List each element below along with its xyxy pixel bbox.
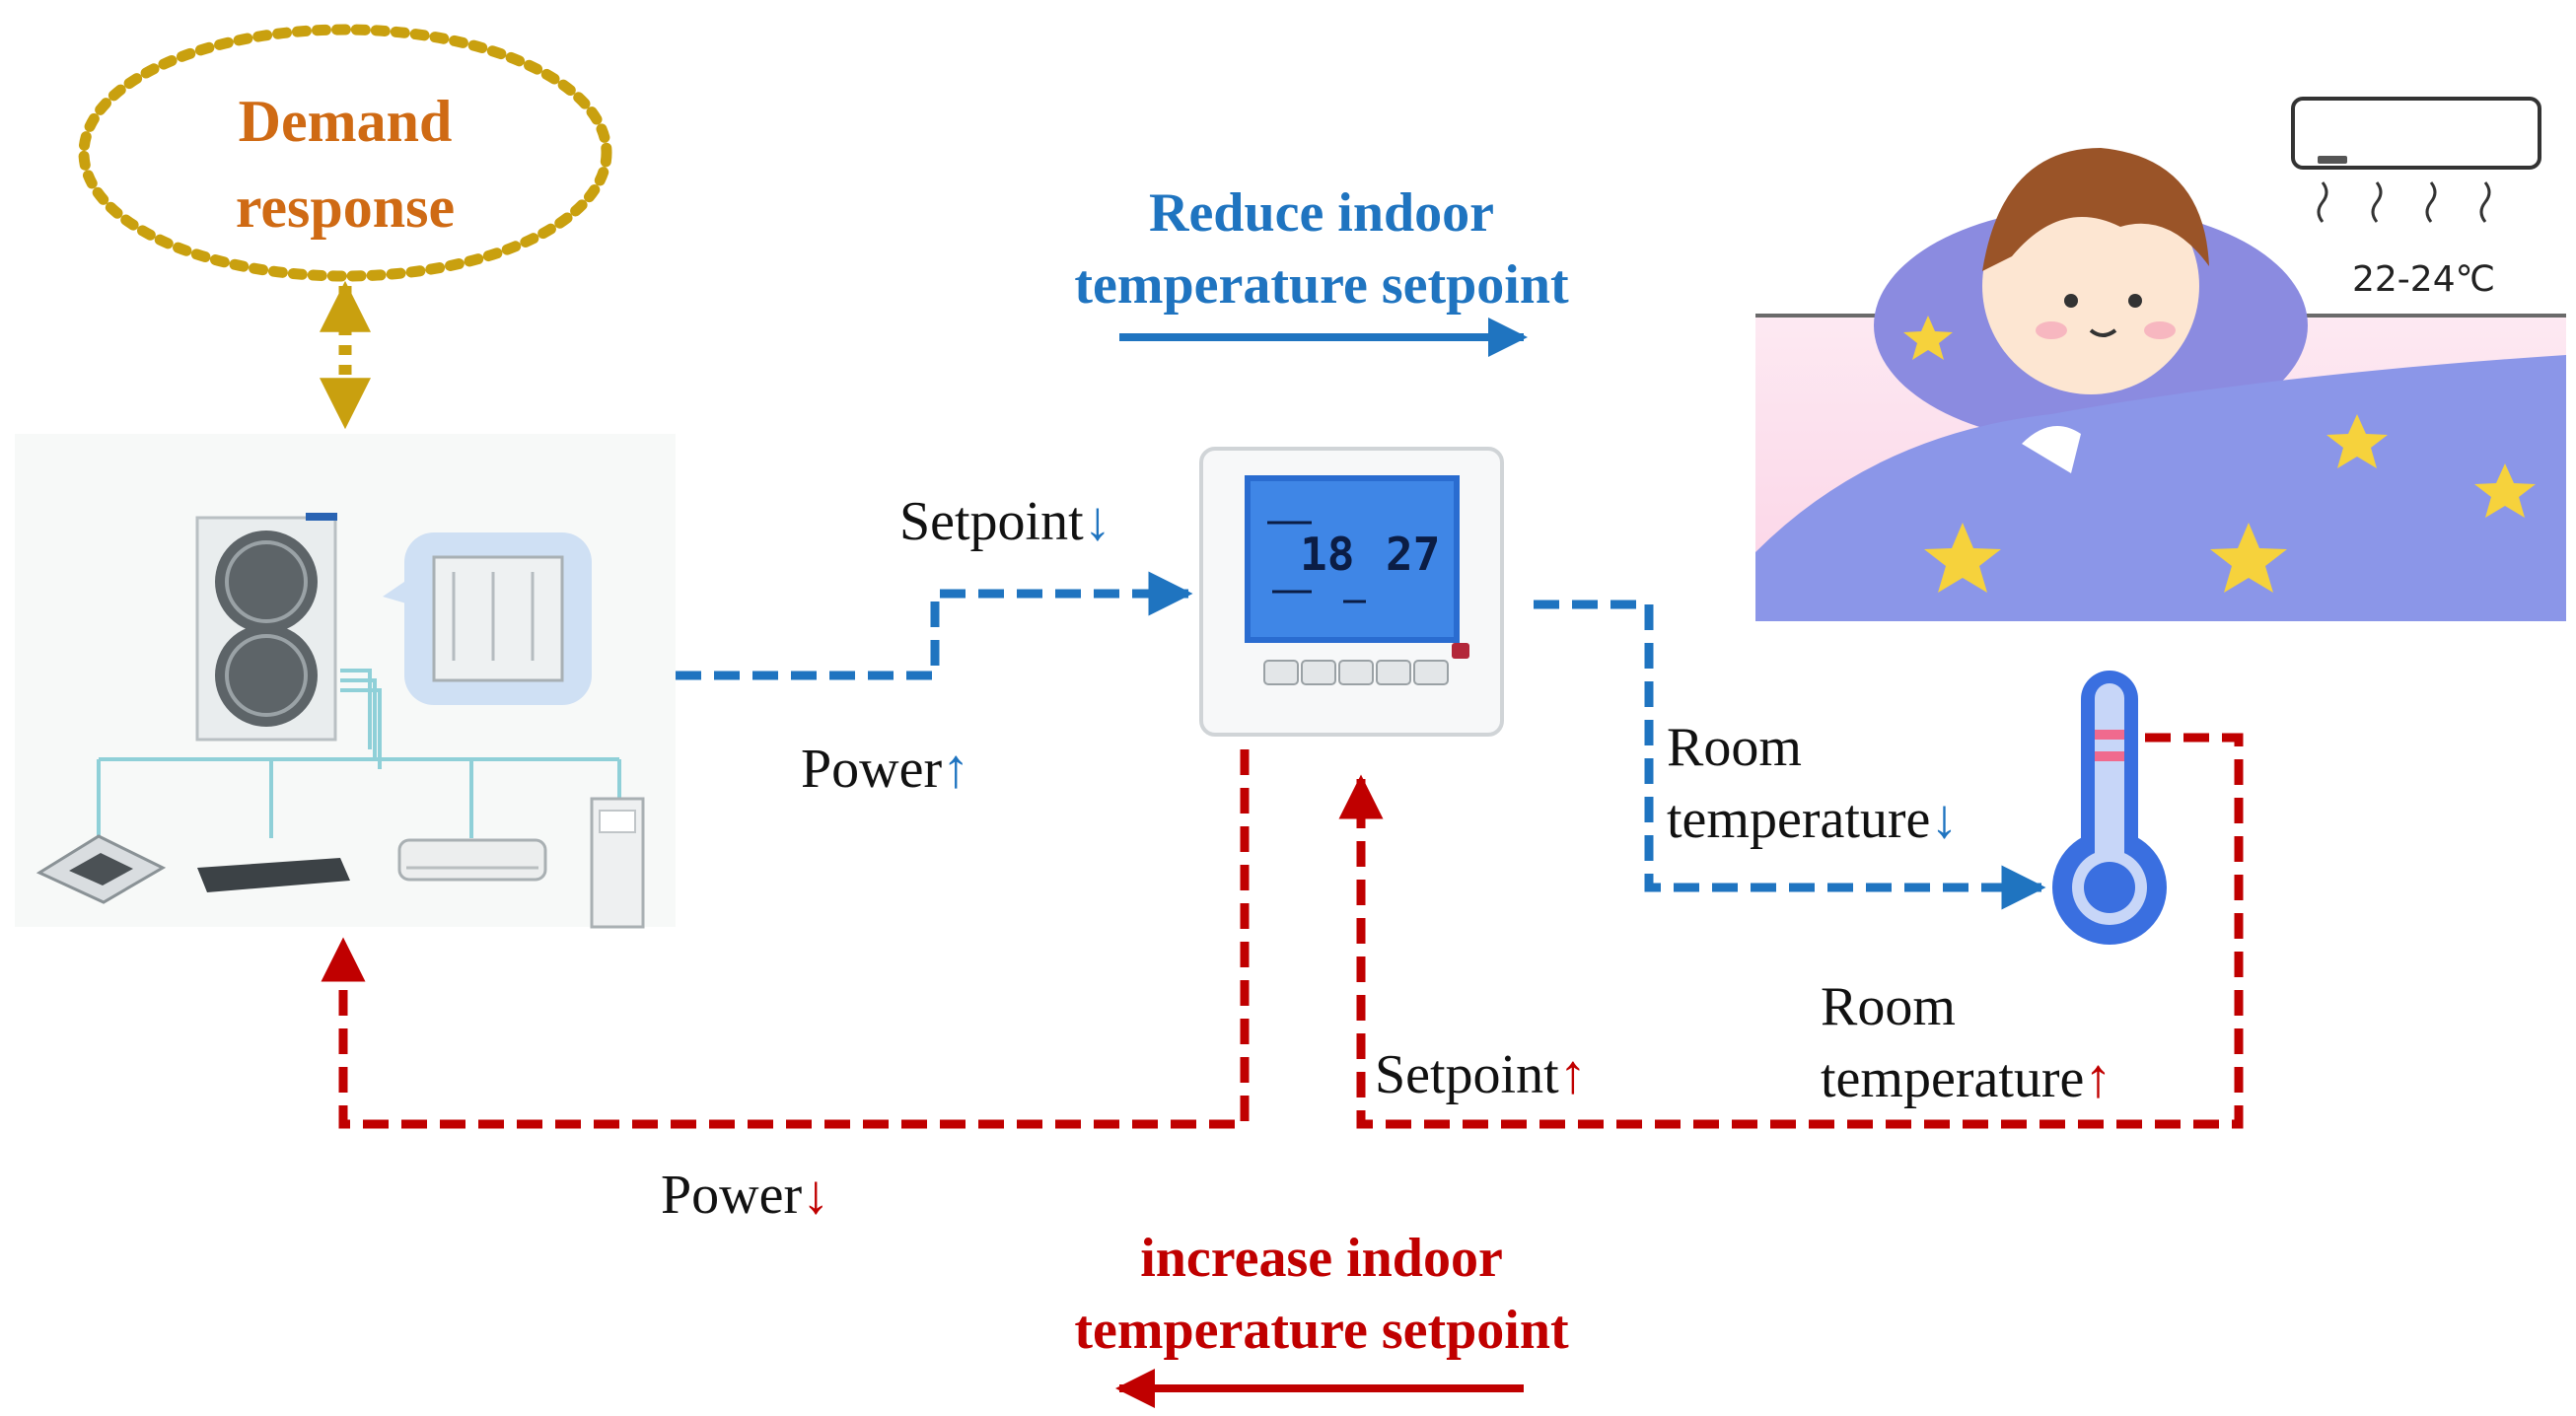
red-setpoint-label: Setpoint↑ bbox=[1375, 1043, 1587, 1106]
blue-power-text: Power bbox=[801, 739, 943, 800]
sleeping-child-illustration: 22-24℃ bbox=[1755, 97, 2566, 621]
demand-response-line1: Demand bbox=[238, 89, 453, 154]
red-thermostat-to-hvac-path bbox=[321, 749, 1250, 1129]
red-thermometer-to-thermostat-path bbox=[1338, 733, 2244, 1129]
star-icon bbox=[1903, 316, 2536, 593]
increase-line2: temperature setpoint bbox=[1074, 1299, 1569, 1361]
reduce-line1: Reduce indoor bbox=[1149, 182, 1494, 244]
ac-temperature-reading: 22-24℃ bbox=[2352, 259, 2495, 300]
red-room-line1: Room bbox=[1821, 976, 1956, 1037]
up-arrow-icon: ↑ bbox=[942, 739, 970, 800]
blue-hvac-to-thermostat-path bbox=[676, 571, 1193, 680]
down-arrow-icon: ↓ bbox=[1930, 788, 1959, 850]
down-arrow-icon: ↓ bbox=[1083, 491, 1111, 552]
down-arrow-icon: ↓ bbox=[802, 1165, 830, 1226]
demand-response-line2: response bbox=[235, 175, 456, 240]
increase-line1: increase indoor bbox=[1140, 1228, 1503, 1289]
blue-room-temperature-label: Room temperature↓ bbox=[1667, 712, 1958, 856]
red-room-temperature-label: Room temperature↑ bbox=[1821, 971, 2111, 1115]
red-power-label: Power↓ bbox=[661, 1164, 829, 1227]
blue-thermostat-to-thermometer-path bbox=[1534, 600, 2046, 910]
red-room-text: temperature bbox=[1821, 1047, 2085, 1109]
demand-response-label: Demand response bbox=[178, 79, 513, 250]
blue-setpoint-text: Setpoint bbox=[899, 491, 1084, 552]
thermometer-icon bbox=[2052, 671, 2167, 945]
up-arrow-icon: ↑ bbox=[1558, 1044, 1587, 1105]
blue-room-text: temperature bbox=[1667, 788, 1931, 850]
blue-setpoint-label: Setpoint↓ bbox=[899, 490, 1111, 553]
red-power-text: Power bbox=[661, 1165, 803, 1226]
demand-response-ellipse bbox=[78, 24, 612, 282]
thermostat-icon: 18 27 bbox=[1199, 447, 1504, 737]
thermostat-temp-left: 18 bbox=[1300, 528, 1354, 581]
blue-power-label: Power↑ bbox=[801, 738, 969, 801]
reduce-setpoint-label: Reduce indoor temperature setpoint bbox=[996, 177, 1647, 321]
air-conditioner-icon bbox=[2291, 97, 2541, 223]
hvac-system-illustration bbox=[15, 434, 676, 929]
increase-setpoint-label: increase indoor temperature setpoint bbox=[996, 1223, 1647, 1367]
red-setpoint-text: Setpoint bbox=[1375, 1044, 1559, 1105]
reduce-line2: temperature setpoint bbox=[1074, 253, 1569, 316]
thermostat-temp-right: 27 bbox=[1386, 528, 1440, 581]
up-arrow-icon: ↑ bbox=[2084, 1047, 2112, 1109]
blue-room-line1: Room bbox=[1667, 717, 1802, 778]
